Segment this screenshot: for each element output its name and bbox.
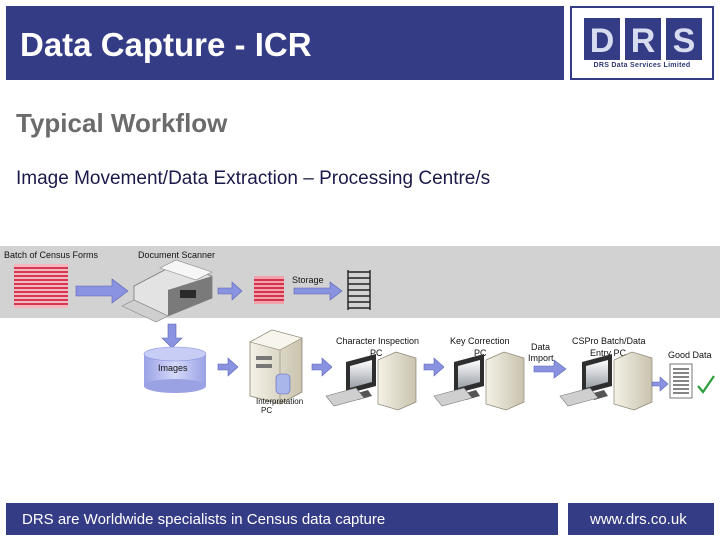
arrow-scanner-to-images <box>161 323 183 349</box>
key-correction-pc-icon <box>433 351 525 411</box>
arrow-scanner-to-storage <box>217 281 243 301</box>
images-label: Images <box>158 363 188 373</box>
section-subtitle: Typical Workflow <box>16 108 228 138</box>
scanned-forms-stack <box>254 276 284 304</box>
arrow-images-to-interpretation <box>217 357 239 377</box>
data-import-label-line1: Data <box>531 342 550 352</box>
batch-label: Batch of Census Forms <box>4 250 99 260</box>
footer-url-link[interactable]: www.drs.co.uk <box>590 511 687 528</box>
arrow-to-storage-shelf <box>293 281 343 301</box>
arrow-forms-to-scanner <box>75 278 129 304</box>
cspro-data-entry-pc-icon <box>559 351 653 411</box>
interpretation-server-icon <box>249 329 303 405</box>
good-data-document-icon <box>669 363 693 399</box>
char-inspection-label-line1: Character Inspection <box>336 336 419 346</box>
scanner-label: Document Scanner <box>138 250 215 260</box>
title-bar <box>6 6 564 80</box>
logo-letter-box-s <box>666 18 702 60</box>
scanning-band <box>0 246 720 318</box>
arrow-data-import <box>533 359 567 379</box>
logo-letter-box-r <box>625 18 661 60</box>
logo-letter-d: D <box>590 22 615 60</box>
storage-label: Storage <box>292 275 324 285</box>
cspro-label-line2: Entry PC <box>590 348 627 358</box>
interpretation-label-line2: PC <box>261 406 272 415</box>
logo-letter-r: R <box>631 22 656 60</box>
drs-logo-letters: D R S <box>584 18 702 60</box>
character-inspection-pc-icon <box>325 351 417 411</box>
key-correction-label-line1: Key Correction <box>450 336 510 346</box>
checkmark-icon <box>697 375 715 394</box>
data-import-label-line2: Import <box>528 353 554 363</box>
storage-shelf-icon <box>347 270 371 310</box>
images-database-icon <box>143 346 207 393</box>
arrow-to-key-correction <box>423 357 445 377</box>
char-inspection-label-line2: PC <box>370 348 383 358</box>
arrow-to-good-data <box>651 376 669 392</box>
workflow-diagram: Batch of Census Forms Document Scanner S… <box>4 250 715 415</box>
workflow-description: Image Movement/Data Extraction – Process… <box>16 168 491 189</box>
document-scanner-icon <box>121 259 213 323</box>
census-forms-stack <box>14 264 68 308</box>
logo-tagline: DRS Data Services Limited <box>593 62 691 69</box>
interpretation-label-line1: Interpretation <box>256 397 303 406</box>
footer-url-box <box>568 503 714 535</box>
logo-letter-s: S <box>673 22 696 60</box>
arrow-to-character-inspection <box>311 357 333 377</box>
logo-letter-box-d <box>584 18 620 60</box>
key-correction-label-line2: PC <box>474 348 487 358</box>
cspro-label-line1: CSPro Batch/Data <box>572 336 646 346</box>
page-title: Data Capture - ICR <box>20 26 312 63</box>
footer-tagline: DRS are Worldwide specialists in Census … <box>22 511 386 528</box>
good-data-label: Good Data <box>668 350 712 360</box>
footer-banner <box>6 503 558 535</box>
